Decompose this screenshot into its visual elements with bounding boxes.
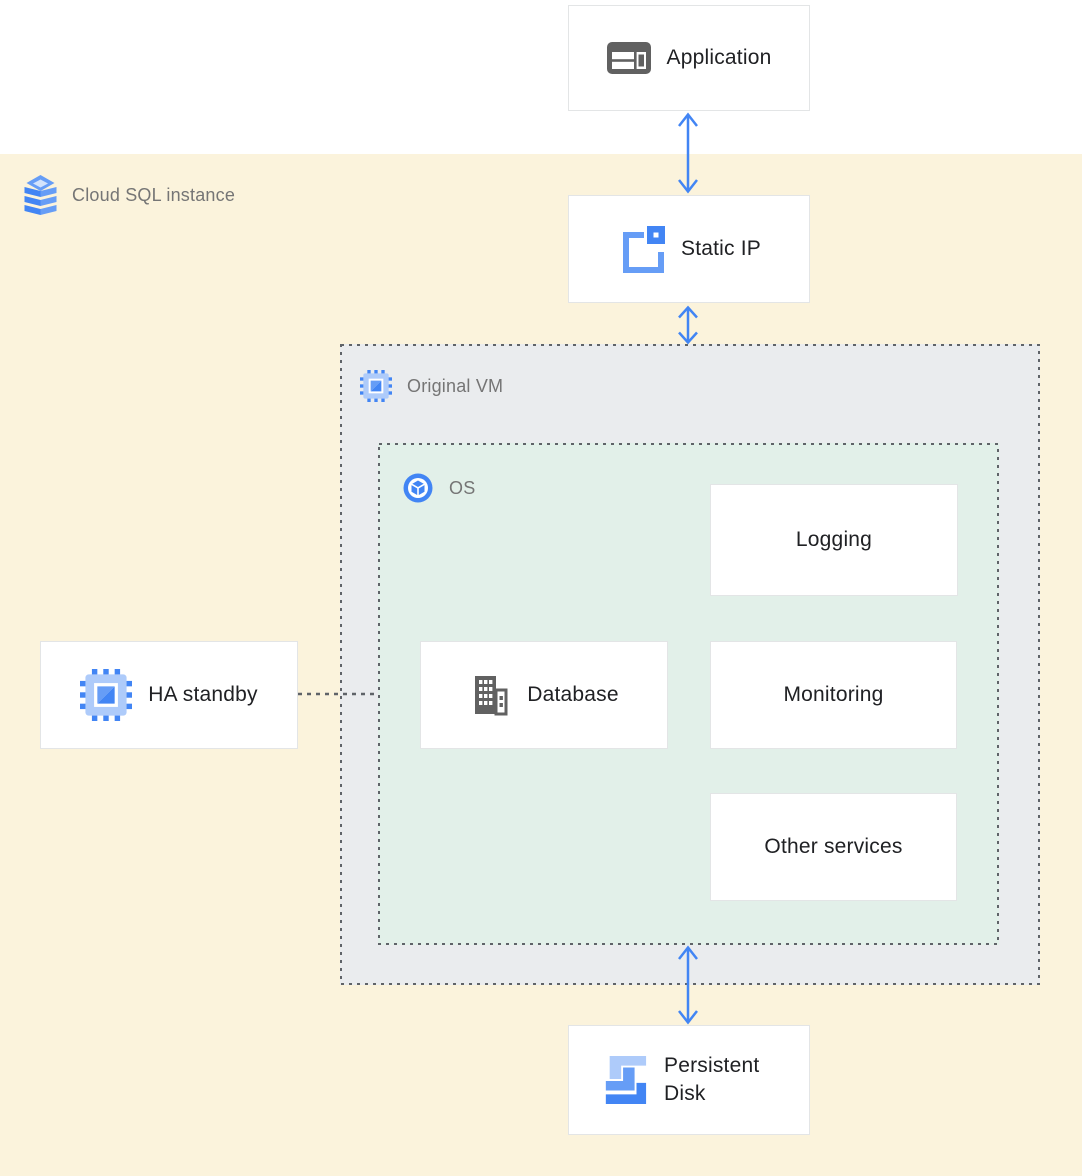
cloud-sql-icon [24,174,57,216]
static-ip-label: Static IP [681,237,761,260]
persistent-disk-node: Persistent Disk [568,1025,810,1135]
compute-engine-icon [360,370,392,402]
original-vm-label: Original VM [407,375,504,396]
arrow-application-static-ip [678,112,698,194]
application-label: Application [666,46,772,69]
monitoring-node: Monitoring [710,641,957,749]
ha-standby-label: HA standby [148,683,258,706]
database-building-icon [469,674,511,716]
database-label: Database [527,683,619,706]
ha-standby-node: HA standby [40,641,298,749]
other-services-node: Other services [710,793,957,901]
application-node: Application [568,5,810,111]
os-label-group: OS [402,472,475,504]
other-services-label: Other services [764,835,903,858]
ha-standby-compute-icon [80,669,133,721]
cloud-sql-instance-label: Cloud SQL instance [72,184,236,205]
logging-label: Logging [795,528,873,551]
os-label: OS [449,477,476,498]
persistent-disk-label: Persistent Disk [664,1053,760,1105]
arrow-static-ip-vm [678,305,698,345]
logging-node: Logging [710,484,958,596]
static-ip-icon [617,225,665,273]
dashed-connector-ha-standby [298,692,379,696]
os-icon [402,472,434,504]
monitoring-label: Monitoring [783,683,884,706]
cloud-sql-instance-label-group: Cloud SQL instance [24,174,235,216]
application-icon [606,42,651,74]
original-vm-label-group: Original VM [360,370,503,402]
database-node: Database [420,641,668,749]
arrow-vm-persistent-disk [678,945,698,1025]
static-ip-node: Static IP [568,195,810,303]
persistent-disk-icon [602,1056,648,1104]
